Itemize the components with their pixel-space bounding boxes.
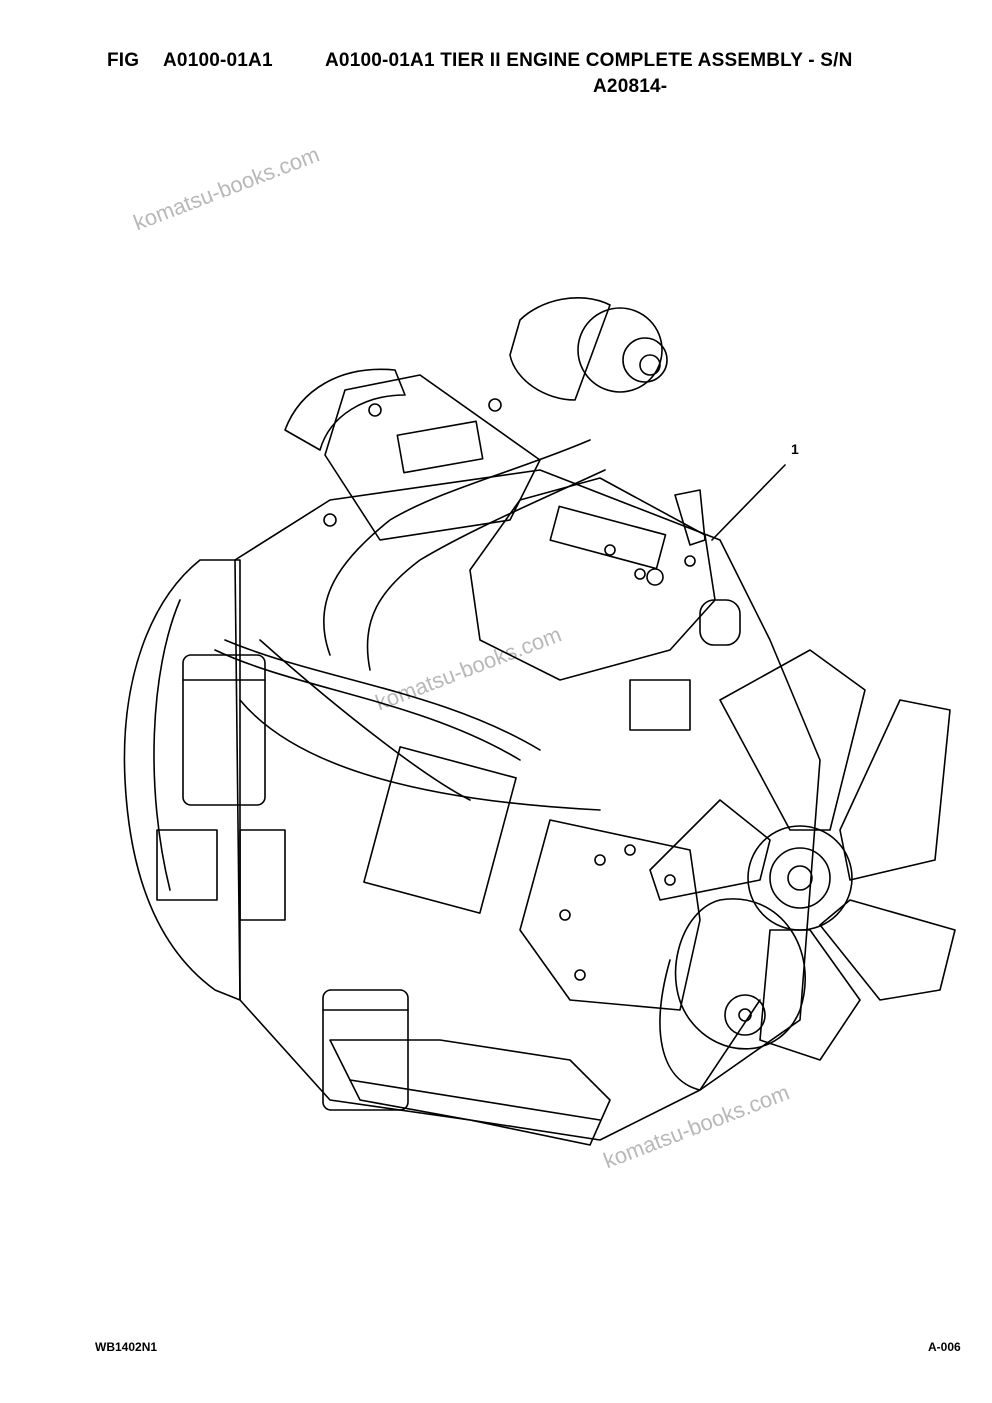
document-id: WB1402N1 <box>95 1340 158 1354</box>
valve-cover-label-plate <box>550 506 665 568</box>
fuel-filter <box>183 655 265 805</box>
valve-cover-front <box>470 478 715 680</box>
oil-pan-flange <box>350 1080 600 1120</box>
flywheel-housing <box>124 560 240 1000</box>
thermostat-housing <box>700 600 740 645</box>
turbocharger-inlet <box>623 338 667 382</box>
fan-blade <box>720 650 865 830</box>
intake-hose <box>324 440 590 655</box>
oil-filter <box>323 990 408 1110</box>
valve-cover-label-plate <box>397 421 482 472</box>
mounting-bracket <box>157 830 217 900</box>
page-title: A0100-01A1 TIER II ENGINE COMPLETE ASSEM… <box>325 50 853 71</box>
engine-block <box>235 470 820 1140</box>
intake-hose <box>367 470 605 670</box>
turbocharger-body <box>510 298 610 400</box>
fuel-line <box>215 650 520 760</box>
fan-blade <box>650 800 770 900</box>
page-number: A-006 <box>928 1340 961 1354</box>
fan-pulley <box>748 826 852 930</box>
callout-label: 1 <box>791 441 799 457</box>
alternator <box>676 899 806 1049</box>
mounting-bracket <box>240 830 285 920</box>
injection-pump <box>364 747 516 913</box>
fuel-line <box>225 640 540 750</box>
page-title-continuation: A20814- <box>593 76 668 97</box>
lifting-bracket <box>675 490 705 545</box>
fan-belt <box>660 960 760 1090</box>
water-pump-bracket <box>630 680 690 730</box>
fan-blade <box>820 900 955 1000</box>
fan-blade <box>840 700 950 880</box>
fig-label: FIG <box>107 50 140 71</box>
turbocharger-housing <box>578 308 662 392</box>
oil-pan <box>330 1040 610 1145</box>
oil-filler-cap <box>647 569 663 585</box>
exhaust-elbow <box>285 369 405 450</box>
flywheel-housing-edge <box>154 600 180 890</box>
fuel-line <box>260 640 470 800</box>
timing-cover <box>520 820 700 1010</box>
figure-number: A0100-01A1 <box>163 50 273 71</box>
fan-blade <box>760 930 860 1060</box>
fuel-line <box>240 700 600 810</box>
callout-leader <box>712 465 785 540</box>
